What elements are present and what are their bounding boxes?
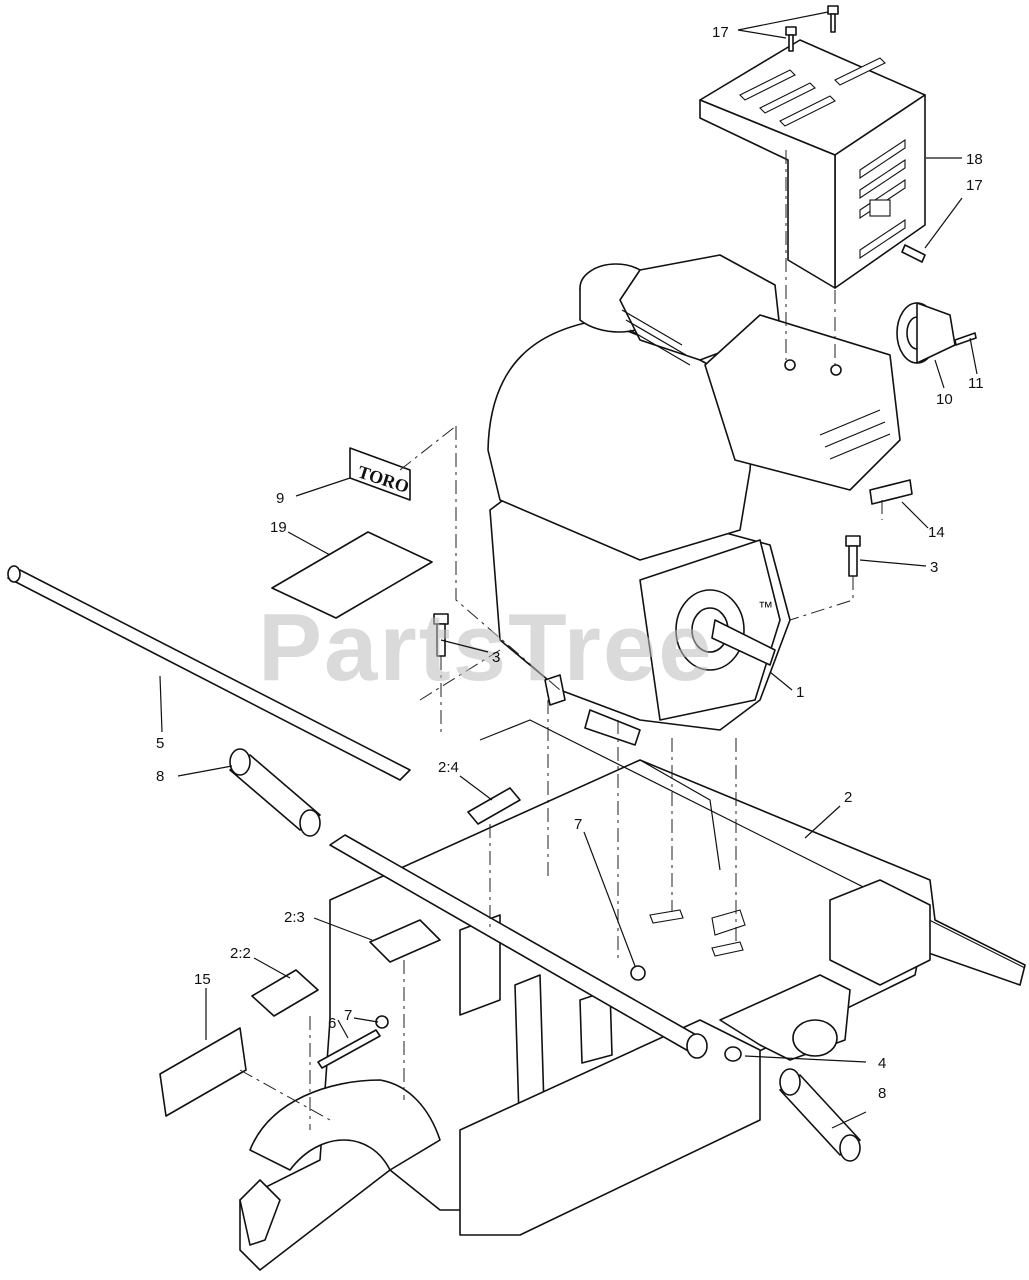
callout-labels: 17 18 17 11 10 9 14 19 3 3 1 5 8 2:4 2 7…	[156, 24, 984, 1102]
nut-7-center	[630, 965, 646, 981]
frame-plate	[239, 719, 1026, 1271]
engine	[487, 254, 901, 746]
callout-9: 9	[276, 490, 284, 507]
leader-lines	[159, 11, 978, 1129]
callout-8-lower: 8	[878, 1085, 886, 1102]
callout-8-upper: 8	[156, 768, 164, 785]
grip-lower	[779, 1068, 861, 1162]
callout-7-left: 7	[344, 1007, 352, 1024]
callout-3-left: 3	[492, 649, 500, 666]
decal-15	[159, 1027, 247, 1117]
bolt-3-right	[845, 535, 861, 577]
exhaust-flange	[896, 302, 956, 364]
decal-2-4	[467, 787, 521, 825]
decal-2-3	[369, 919, 441, 963]
decal-toro: TORO	[349, 447, 412, 501]
callout-18: 18	[966, 151, 983, 168]
grip-upper	[229, 748, 321, 837]
callout-4: 4	[878, 1055, 886, 1072]
callout-1: 1	[796, 684, 804, 701]
callout-17-top: 17	[712, 24, 729, 41]
watermark: PartsTree ™	[258, 594, 773, 701]
watermark-trademark: ™	[758, 599, 773, 616]
callout-17-side: 17	[966, 177, 983, 194]
assembly-lines	[239, 150, 883, 1130]
callout-14: 14	[928, 524, 945, 541]
pin-6	[317, 1029, 381, 1069]
decal-2-2	[251, 969, 319, 1017]
callout-2-4: 2:4	[438, 759, 459, 776]
callout-2: 2	[844, 789, 852, 806]
callout-10: 10	[936, 391, 953, 408]
screw-17-top	[785, 5, 839, 52]
callout-15: 15	[194, 971, 211, 988]
callout-2-3: 2:3	[284, 909, 305, 926]
callout-19: 19	[270, 519, 287, 536]
screw-11	[954, 332, 977, 346]
callout-2-2: 2:2	[230, 945, 251, 962]
callout-3-right: 3	[930, 559, 938, 576]
decal-19	[271, 531, 433, 619]
screw-17-side	[901, 244, 926, 263]
decal-14	[869, 479, 913, 505]
watermark-text: PartsTree	[258, 594, 714, 701]
nut-4	[724, 1046, 742, 1062]
callout-5: 5	[156, 735, 164, 752]
callout-7-center: 7	[574, 816, 582, 833]
handle-tube	[7, 565, 708, 1059]
callout-11: 11	[968, 375, 984, 392]
heat-shield	[699, 39, 926, 289]
callout-6: 6	[328, 1015, 336, 1032]
